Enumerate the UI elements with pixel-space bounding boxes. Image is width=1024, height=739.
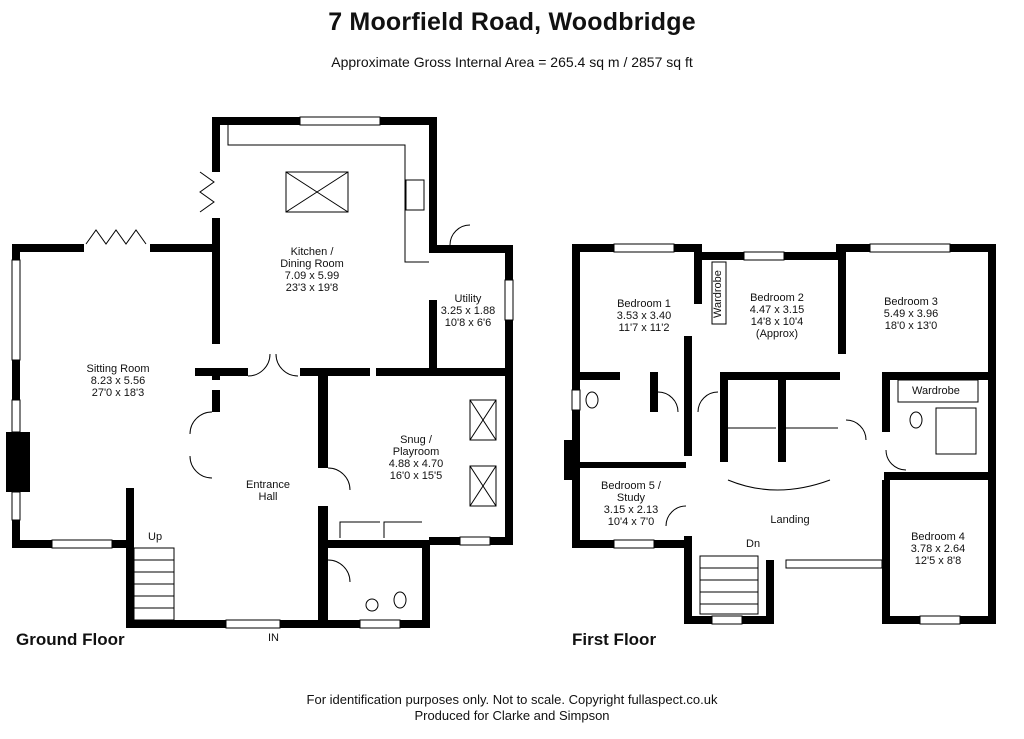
footer-disclaimer: For identification purposes only. Not to…: [306, 692, 718, 707]
wardrobe-label: Wardrobe: [912, 385, 960, 397]
bedroom-1-label: Bedroom 1 3.53 x 3.40 11'7 x 11'2: [616, 298, 672, 334]
bedroom-5-study-label: Bedroom 5 / Study 3.15 x 2.13 10'4 x 7'0: [601, 480, 661, 528]
ground-floor-label: Ground Floor: [16, 630, 125, 649]
first-floor-label: First Floor: [572, 630, 657, 649]
first-floor-plan: [564, 243, 996, 625]
snug-playroom-label: Snug / Playroom 4.88 x 4.70 16'0 x 15'5: [388, 434, 444, 482]
stairs-up-label: Up: [148, 531, 163, 543]
utility-label: Utility 3.25 x 1.88 10'8 x 6'6: [440, 293, 496, 329]
entrance-label: IN: [268, 632, 279, 644]
bedroom-2-label: Bedroom 2 4.47 x 3.15 14'8 x 10'4 (Appro…: [749, 292, 805, 340]
wardrobe-vertical-label: Wardrobe: [712, 270, 724, 318]
kitchen-dining-label: Kitchen / Dining Room 7.09 x 5.99 23'3 x…: [280, 246, 344, 294]
ground-floor-plan: [6, 116, 514, 629]
footer-credit: Produced for Clarke and Simpson: [414, 708, 610, 723]
page-title: 7 Moorfield Road, Woodbridge: [328, 8, 696, 36]
area-subtitle: Approximate Gross Internal Area = 265.4 …: [331, 54, 693, 70]
entrance-hall-label: Entrance Hall: [245, 479, 291, 503]
bedroom-4-label: Bedroom 4 3.78 x 2.64 12'5 x 8'8: [910, 531, 966, 567]
bedroom-3-label: Bedroom 3 5.49 x 3.96 18'0 x 13'0: [883, 296, 939, 332]
sitting-room-label: Sitting Room 8.23 x 5.56 27'0 x 18'3: [86, 363, 150, 399]
stairs-down-label: Dn: [746, 538, 761, 550]
landing-label: Landing: [770, 514, 810, 526]
